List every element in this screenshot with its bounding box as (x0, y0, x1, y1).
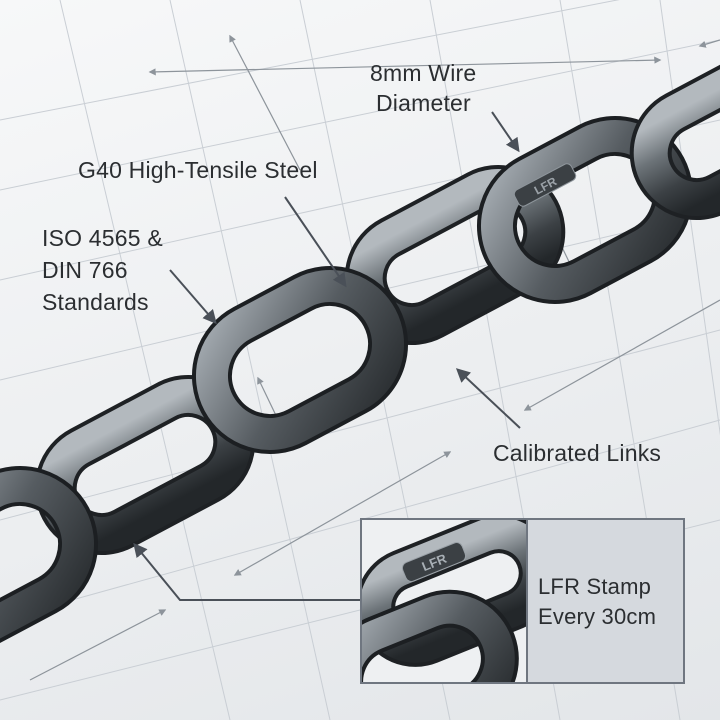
stamp-mark: LFR (513, 163, 577, 207)
stamp-callout: LFR LFR Stamp Every 30cm (360, 518, 685, 684)
calibrated-links-label: Calibrated Links (493, 440, 662, 466)
stamp-closeup-image: LFR (362, 520, 526, 682)
wire-diameter-line-2: Diameter (376, 90, 471, 116)
standards-line-1: ISO 4565 & (42, 225, 163, 251)
standards-line-2: DIN 766 (42, 257, 128, 283)
callout-label: LFR Stamp Every 30cm (538, 572, 656, 632)
chain: LFR (0, 39, 720, 654)
steel-grade-label: G40 High-Tensile Steel (78, 157, 318, 183)
callout-line-1: LFR Stamp (538, 574, 652, 599)
label-arrows (133, 111, 521, 601)
callout-panel: LFR Stamp Every 30cm (526, 520, 683, 682)
standards-line-3: Standards (42, 289, 149, 315)
standards-label: ISO 4565 & DIN 766 Standards (42, 222, 163, 318)
wire-diameter-line-1: 8mm Wire (370, 60, 477, 86)
wire-diameter-label: 8mm Wire Diameter (370, 58, 476, 118)
callout-line-2: Every 30cm (538, 604, 657, 629)
